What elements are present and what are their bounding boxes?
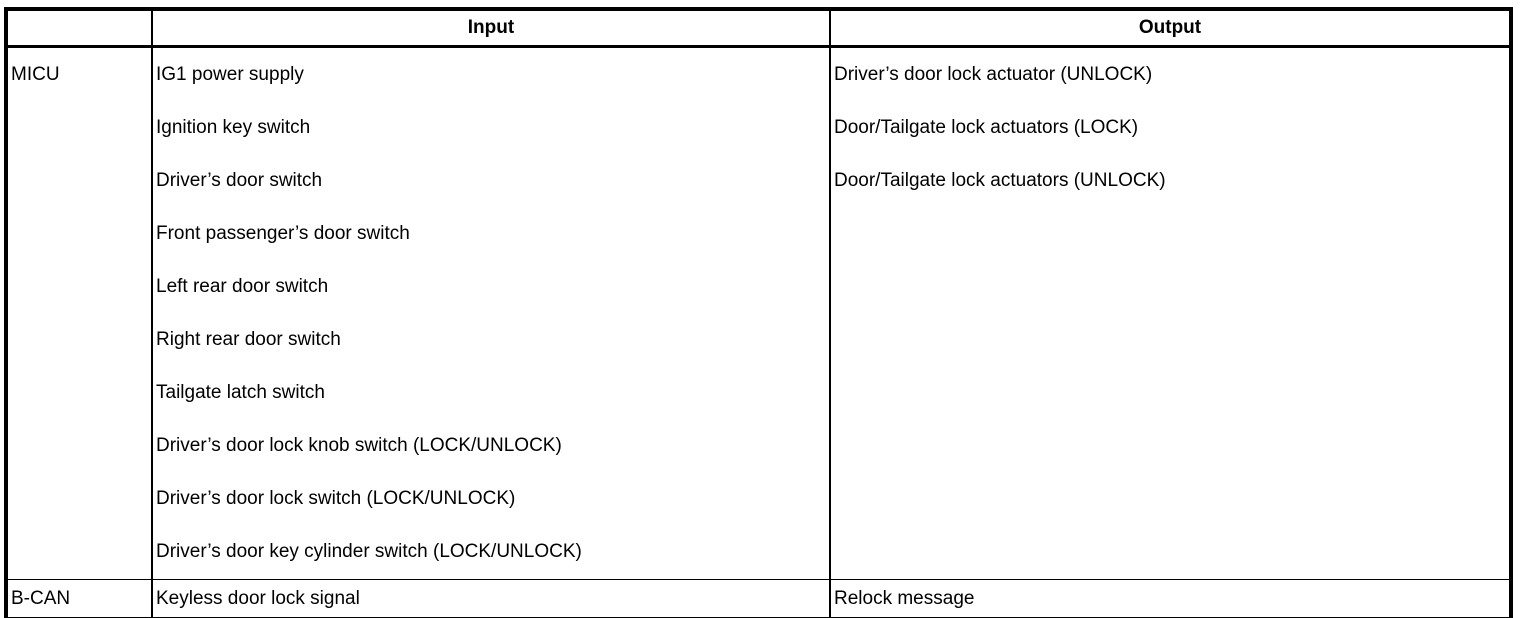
input-item: Driver’s door lock knob switch (LOCK/UNL… [156, 434, 562, 456]
input-item: Driver’s door switch [156, 169, 323, 191]
table-row-bcan: B-CAN Keyless door lock signal Relock me… [5, 579, 1512, 618]
input-item: Driver’s door lock switch (LOCK/UNLOCK) [156, 487, 516, 509]
row-label-micu: MICU [11, 63, 60, 85]
output-item: Driver’s door lock actuator (UNLOCK) [834, 63, 1153, 85]
input-item: Right rear door switch [156, 328, 341, 350]
input-item: Driver’s door key cylinder switch (LOCK/… [156, 540, 582, 562]
input-item: Front passenger’s door switch [156, 222, 410, 244]
output-item: Door/Tailgate lock actuators (LOCK) [834, 116, 1139, 138]
header-cell-input: Input [151, 9, 831, 48]
header-cell-source [5, 9, 153, 48]
input-item: Left rear door switch [156, 275, 329, 297]
table-row-micu: MICU IG1 power supply Ignition key switc… [5, 46, 1512, 580]
micu-inputs-cell: IG1 power supply Ignition key switch Dri… [151, 46, 831, 580]
input-output-table: Input Output MICU IG1 power supply Ignit… [4, 7, 1513, 618]
header-cell-output: Output [829, 9, 1512, 48]
input-item: Ignition key switch [156, 116, 311, 138]
micu-outputs-cell: Driver’s door lock actuator (UNLOCK) Doo… [829, 46, 1512, 580]
bcan-output-cell: Relock message [829, 579, 1512, 618]
row-label-bcan: B-CAN [5, 579, 153, 618]
header-row: Input Output [5, 9, 1512, 48]
input-item: IG1 power supply [156, 63, 304, 85]
bcan-input-cell: Keyless door lock signal [151, 579, 831, 618]
row-label-micu-cell: MICU [5, 46, 153, 580]
output-item: Door/Tailgate lock actuators (UNLOCK) [834, 169, 1166, 191]
input-item: Tailgate latch switch [156, 381, 325, 403]
